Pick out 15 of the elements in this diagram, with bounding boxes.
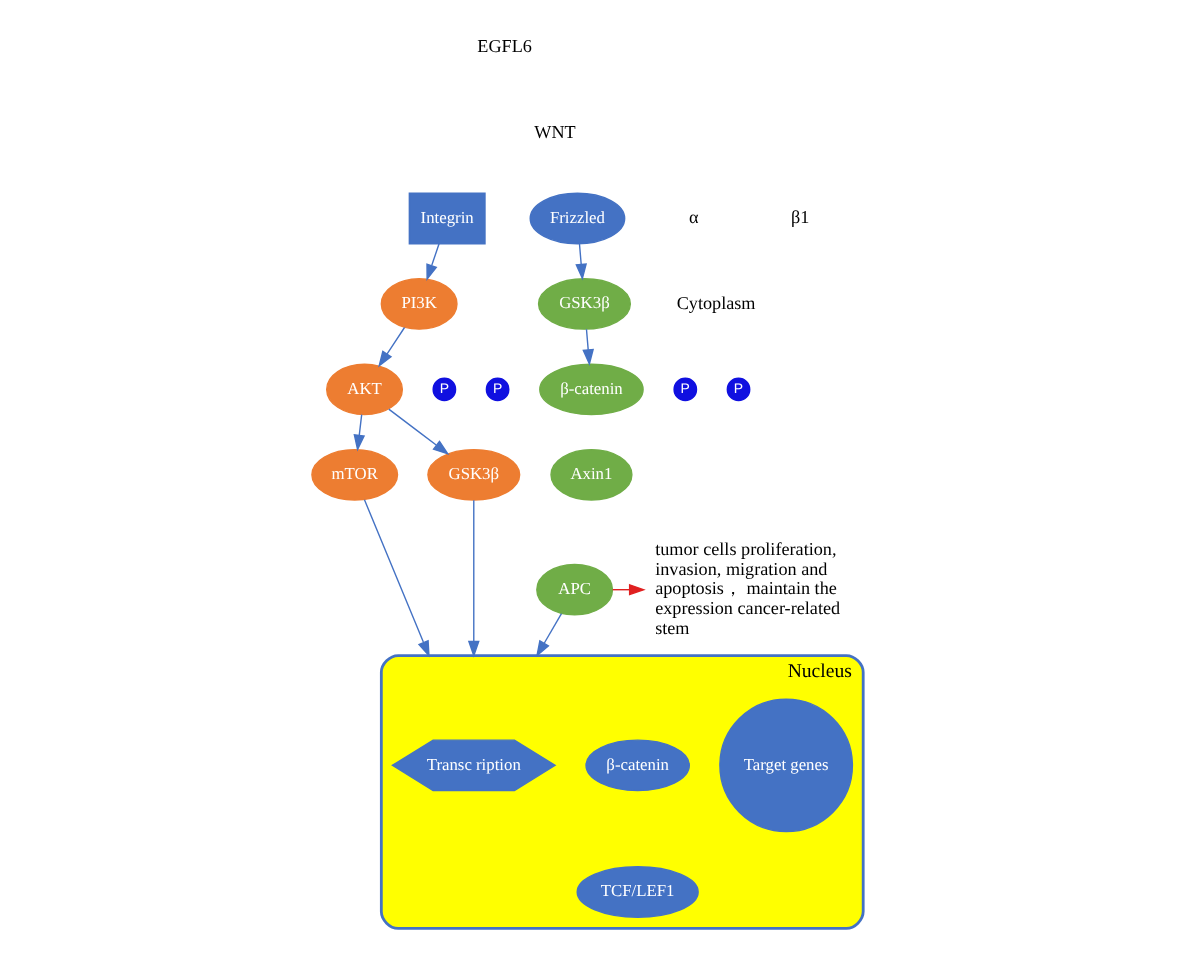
label: EGFL6 xyxy=(476,36,531,57)
arrow xyxy=(387,408,449,455)
arrow xyxy=(466,499,479,658)
arrow xyxy=(362,499,429,658)
label: β1 xyxy=(789,207,809,228)
arrow xyxy=(352,414,365,452)
label: WNT xyxy=(533,121,575,142)
arrow xyxy=(377,326,405,368)
arrow xyxy=(534,613,562,658)
label: α xyxy=(687,207,698,228)
label: Cytoplasm xyxy=(675,292,755,313)
arrow xyxy=(581,328,594,366)
arrow xyxy=(425,243,439,281)
arrow xyxy=(574,243,586,281)
node-text: tumor cells proliferation, invasion, migration and apoptosis， maintain the expression cancer-related stem xyxy=(654,539,840,638)
